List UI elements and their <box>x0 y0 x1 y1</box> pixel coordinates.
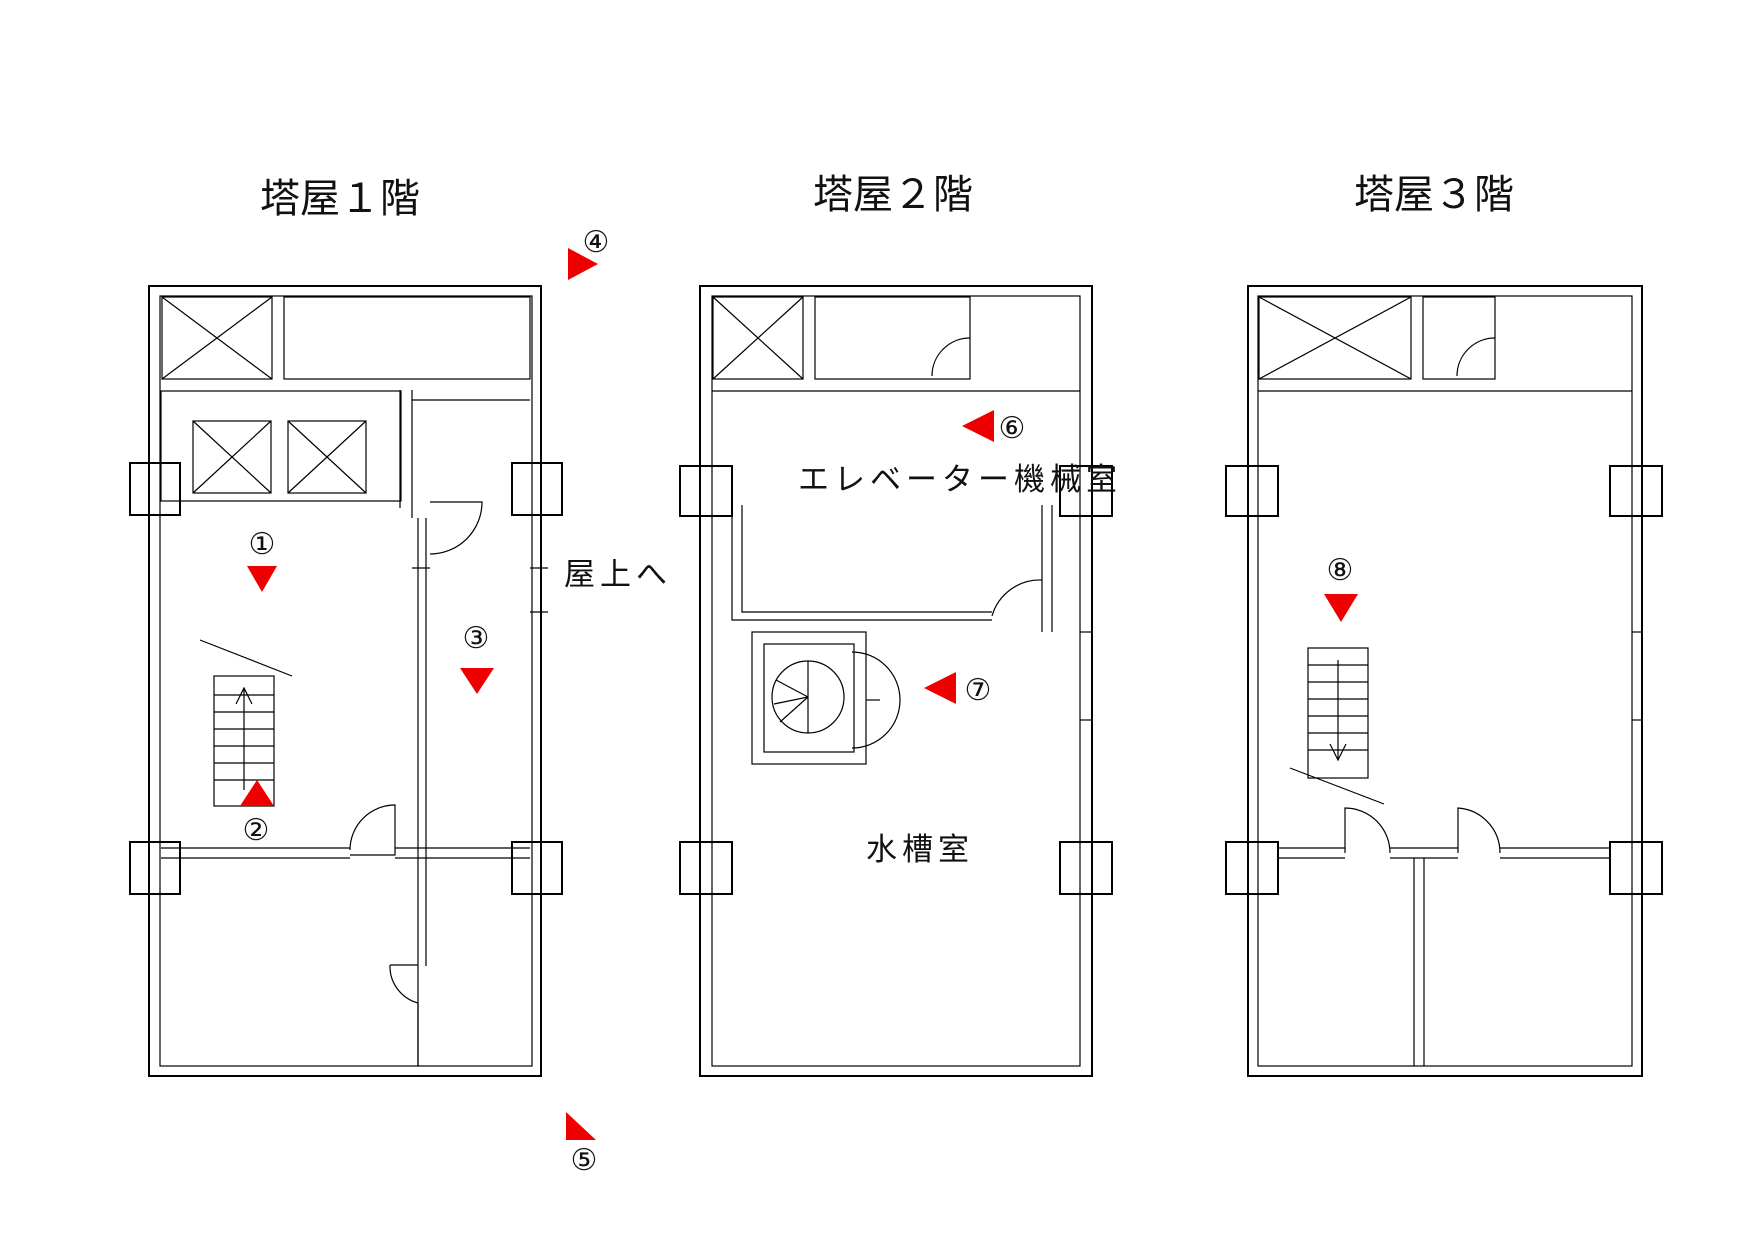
floor-title-3: 塔屋３階 <box>1354 172 1514 218</box>
floor-plan-2 <box>679 285 1113 1077</box>
marker-label-1: ① <box>249 527 276 562</box>
room-label-elevator-machine-room: エレベーター機械室 <box>798 462 1122 498</box>
viewpoint-marker-7: ⑦ <box>924 672 991 708</box>
label-to-rooftop: 屋上へ <box>564 557 672 593</box>
viewpoint-marker-1: ① <box>247 527 277 592</box>
marker-label-4: ④ <box>583 225 610 260</box>
room-label-water-tank-room: 水槽室 <box>866 832 974 868</box>
marker-label-8: ⑧ <box>1327 553 1354 588</box>
marker-label-7: ⑦ <box>965 673 992 708</box>
floor-plan-1 <box>129 285 563 1077</box>
marker-label-6: ⑥ <box>999 411 1026 446</box>
viewpoint-marker-8: ⑧ <box>1324 553 1358 622</box>
floor-title-1: 塔屋１階 <box>260 176 420 222</box>
marker-label-5: ⑤ <box>571 1143 598 1178</box>
marker-label-3: ③ <box>463 621 490 656</box>
viewpoint-marker-5: ⑤ <box>566 1112 597 1178</box>
floor-title-2: 塔屋２階 <box>813 172 973 218</box>
marker-label-2: ② <box>243 813 270 848</box>
viewpoint-marker-2: ② <box>240 780 274 848</box>
viewpoint-marker-3: ③ <box>460 621 494 694</box>
viewpoint-marker-4: ④ <box>568 225 609 280</box>
floor-plan-3 <box>1225 285 1663 1077</box>
viewpoint-marker-6: ⑥ <box>962 410 1025 446</box>
